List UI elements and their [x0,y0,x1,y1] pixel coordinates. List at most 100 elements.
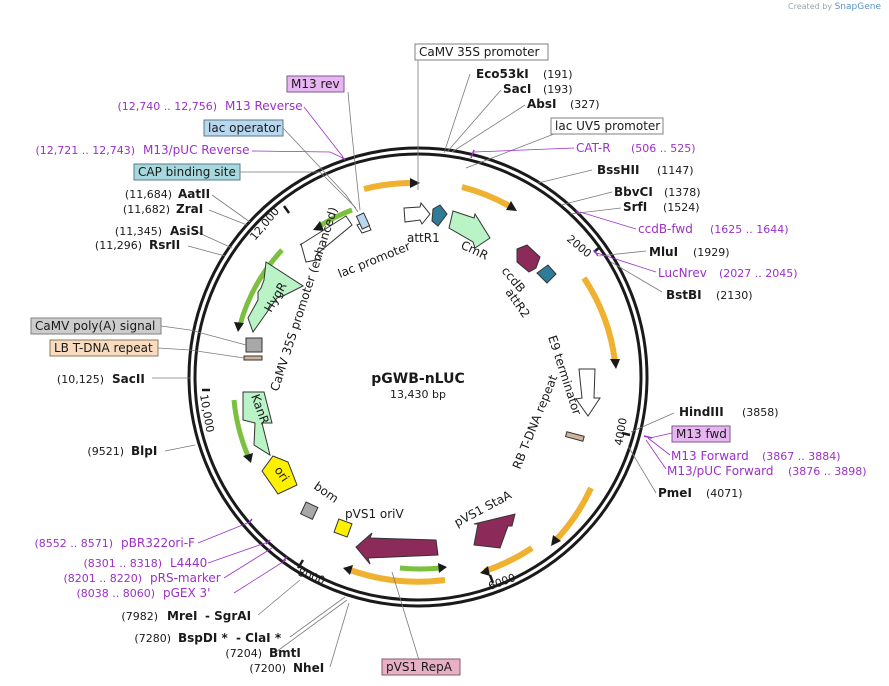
pleader-m13pucfwd [645,439,667,470]
pleader-prs [223,547,273,579]
arc-feature-green-lower-left [231,399,251,457]
leader-bbvci [560,191,613,206]
arrowhead-bottom [480,566,490,576]
site-bmti-name: BmtI [269,646,301,660]
orange-arc-arrowheads [343,178,620,576]
arrowhead-right [610,359,620,369]
arc-feature-bottom-right [552,486,594,544]
site-bbvci-name: BbvCI [614,185,653,199]
feature-camv-polya [245,337,263,353]
label-m13fwd: M13 fwd [676,427,727,441]
tick-label-4000: 4000 [612,417,630,447]
primer-labels: (12,740 .. 12,756) M13 Reverse (12,721 .… [34,99,866,600]
tick-8000 [296,559,305,569]
pleader-m13forward [647,437,671,456]
feature-lb-tdna [243,355,263,361]
tick-12000 [282,205,291,214]
site-zrai-name: ZraI [176,202,203,216]
arrowhead-green-left [234,322,244,332]
box-cap [133,163,241,181]
box-lacuv5 [550,117,664,135]
feature-rb-tdna [564,431,585,442]
label-cmr: CmR [459,238,491,263]
primer-mark-cat-r [470,149,475,159]
site-bbvci-pos: (1378) [664,186,701,199]
site-rsrii-pos: (11,296) [95,239,142,252]
primer-mark-pgex [282,556,288,562]
primer-cat-r-name: CAT-R [576,141,611,155]
leader-absi [451,104,526,153]
arrowhead-green-bottom [438,563,447,573]
primer-prs-range: (8201 .. 8220) [63,572,142,585]
site-absi-pos: (327) [570,98,600,111]
pleader-m13reverse [303,106,344,158]
leader-cap [240,171,357,209]
primer-pgex-range: (8038 .. 8060) [76,587,155,600]
leader-aatii [211,194,251,223]
leader-mrei [257,579,301,616]
leader-rsrii [187,245,226,257]
arrowhead-green-top [313,221,324,231]
site-asisi-name: AsiSI [170,224,204,238]
inner-features [242,201,601,565]
site-asisi-pos: (11,345) [115,225,162,238]
feature-attR2 [536,264,557,284]
box-lacop [203,119,284,137]
site-blpi-pos: (9521) [87,445,124,458]
site-pmei-name: PmeI [658,486,692,500]
tick-label-8000: 8000 [296,566,327,588]
primer-pgex-name: pGEX 3' [163,586,210,600]
box-pvs1repa [381,658,461,676]
arrowhead-bottom-left [343,565,353,575]
leader-blpi [164,444,196,452]
arc-feature-green-bottom [399,565,441,572]
label-pvs1repa: pVS1 RepA [386,660,453,674]
primer-ccdb-name: ccdB-fwd [638,222,693,236]
site-mlui-name: MluI [649,245,678,259]
pleader-pgex [233,559,287,594]
pleader-m13fwd [649,432,673,439]
primer-m13pucfwd-name: M13/pUC Forward [667,464,774,478]
site-clai-name: - ClaI * [236,631,282,645]
primer-m13pucrev-name: M13/pUC Reverse [143,143,250,157]
label-bom: bom [311,479,341,506]
label-rb-tdna: RB T-DNA repeat [510,373,561,472]
leader-srfi [569,207,622,215]
leader-nhei [329,602,350,668]
primer-m13reverse-range: (12,740 .. 12,756) [117,100,217,113]
feature-hygr [247,261,305,334]
tick-6000 [488,574,495,584]
site-absi-name: AbsI [527,97,556,111]
site-hindiii-pos: (3858) [742,406,779,419]
plasmid-name: pGWB-nLUC [371,371,464,387]
primer-lucnrev-name: LucNrev [658,266,707,280]
pleader-lucnrev [596,252,657,273]
leader-zrai [208,209,248,226]
site-srfi-name: SrfI [623,200,647,214]
boxed-labels: CaMV 35S promoter M13 rev lac operator l… [30,43,731,676]
arc-feature-top [363,179,414,192]
primer-mark-lucnrev [593,249,599,257]
tick-label-12000: 12,000 [247,205,282,243]
site-zrai-pos: (11,682) [123,203,170,216]
leader-saci [446,89,502,153]
primer-m13forward-range: (3867 .. 3884) [762,450,841,463]
feature-pvs1-staa [473,513,516,549]
label-camv35s: CaMV 35S promoter [419,45,540,59]
site-mrei-pos: (7982) [121,610,158,623]
label-lacop: lac operator [208,121,281,135]
primer-pbr322-range: (8552 .. 8571) [34,537,113,550]
credit-brand: SnapGene [834,2,881,12]
label-pvs1-oriv: pVS1 oriV [345,507,405,521]
arc-feature-bottom [484,545,534,574]
arc-feature-right [581,276,618,363]
leader-bstbi [610,261,663,293]
leader-lacuv5 [465,133,556,169]
primer-m13forward-name: M13 Forward [671,449,749,463]
site-sgrai-name: - SgrAI [205,609,251,623]
feature-ccdb [516,244,541,273]
primer-lucnrev-range: (2027 .. 2045) [719,267,798,280]
label-m13rev: M13 rev [291,77,340,91]
label-polya: CaMV poly(A) signal [35,319,155,333]
